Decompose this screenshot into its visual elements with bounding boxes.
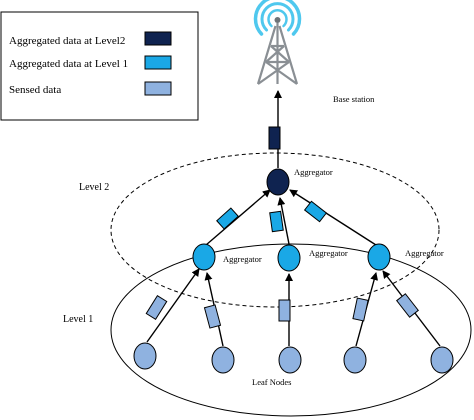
packet-sensed-5 (395, 293, 420, 318)
leaf-node-4 (343, 346, 367, 374)
data-packets (145, 126, 420, 329)
signal-wave-1 (267, 9, 288, 28)
leaf-node-2 (211, 346, 235, 374)
packet-sensed-4 (352, 297, 369, 322)
signal-waves (253, 0, 302, 36)
packet-level2 (268, 126, 281, 150)
arrow-leaf1-to-left (146, 268, 200, 343)
legend-swatch-level2 (144, 31, 172, 46)
level1-label: Level 1 (63, 314, 93, 325)
arrow-mid-to-top (277, 197, 290, 245)
base-station-label: Base station (333, 94, 375, 104)
packet-sensed-3 (278, 299, 291, 322)
level1-region (110, 243, 472, 417)
legend-label-level1: Aggregated data at Level 1 (9, 58, 128, 70)
aggregator-node-mid (277, 244, 301, 272)
leaf-nodes-label: Leaf Nodes (252, 377, 291, 387)
aggregator-node-level2 (266, 168, 290, 196)
legend: Aggregated data at Level2 Aggregated dat… (0, 11, 199, 121)
aggregator-label-right: Aggregator (405, 248, 444, 258)
legend-swatch-sensed (144, 81, 172, 96)
packet-level1-left (216, 207, 239, 230)
base-station-tower-icon (253, 0, 302, 85)
signal-wave-2 (260, 2, 295, 32)
packet-sensed-2 (203, 304, 222, 329)
leaf-node-1 (133, 342, 157, 370)
legend-label-level2: Aggregated data at Level2 (9, 35, 125, 47)
legend-swatch-level1 (144, 55, 172, 70)
tower-frame (256, 23, 299, 85)
tower-antenna-tip (274, 17, 281, 23)
legend-label-sensed: Sensed data (9, 84, 61, 96)
data-flow-arrows (146, 90, 441, 347)
aggregator-node-right (367, 243, 391, 271)
level2-region (110, 152, 440, 308)
aggregator-node-left (192, 243, 216, 271)
arrow-right-to-top (289, 189, 377, 246)
packet-sensed-1 (145, 294, 168, 321)
leaf-node-3 (278, 346, 302, 374)
signal-wave-3 (253, 0, 302, 36)
level2-label: Level 2 (79, 182, 109, 193)
leaf-node-5 (430, 346, 454, 374)
arrow-left-to-top (205, 189, 271, 246)
aggregator-label-mid: Aggregator (309, 248, 348, 258)
aggregator-label-left: Aggregator (223, 254, 262, 264)
packet-level1-mid (269, 210, 284, 233)
nodes (133, 168, 454, 374)
packet-level1-right (303, 200, 328, 223)
aggregator-label-top: Aggregator (294, 167, 333, 177)
